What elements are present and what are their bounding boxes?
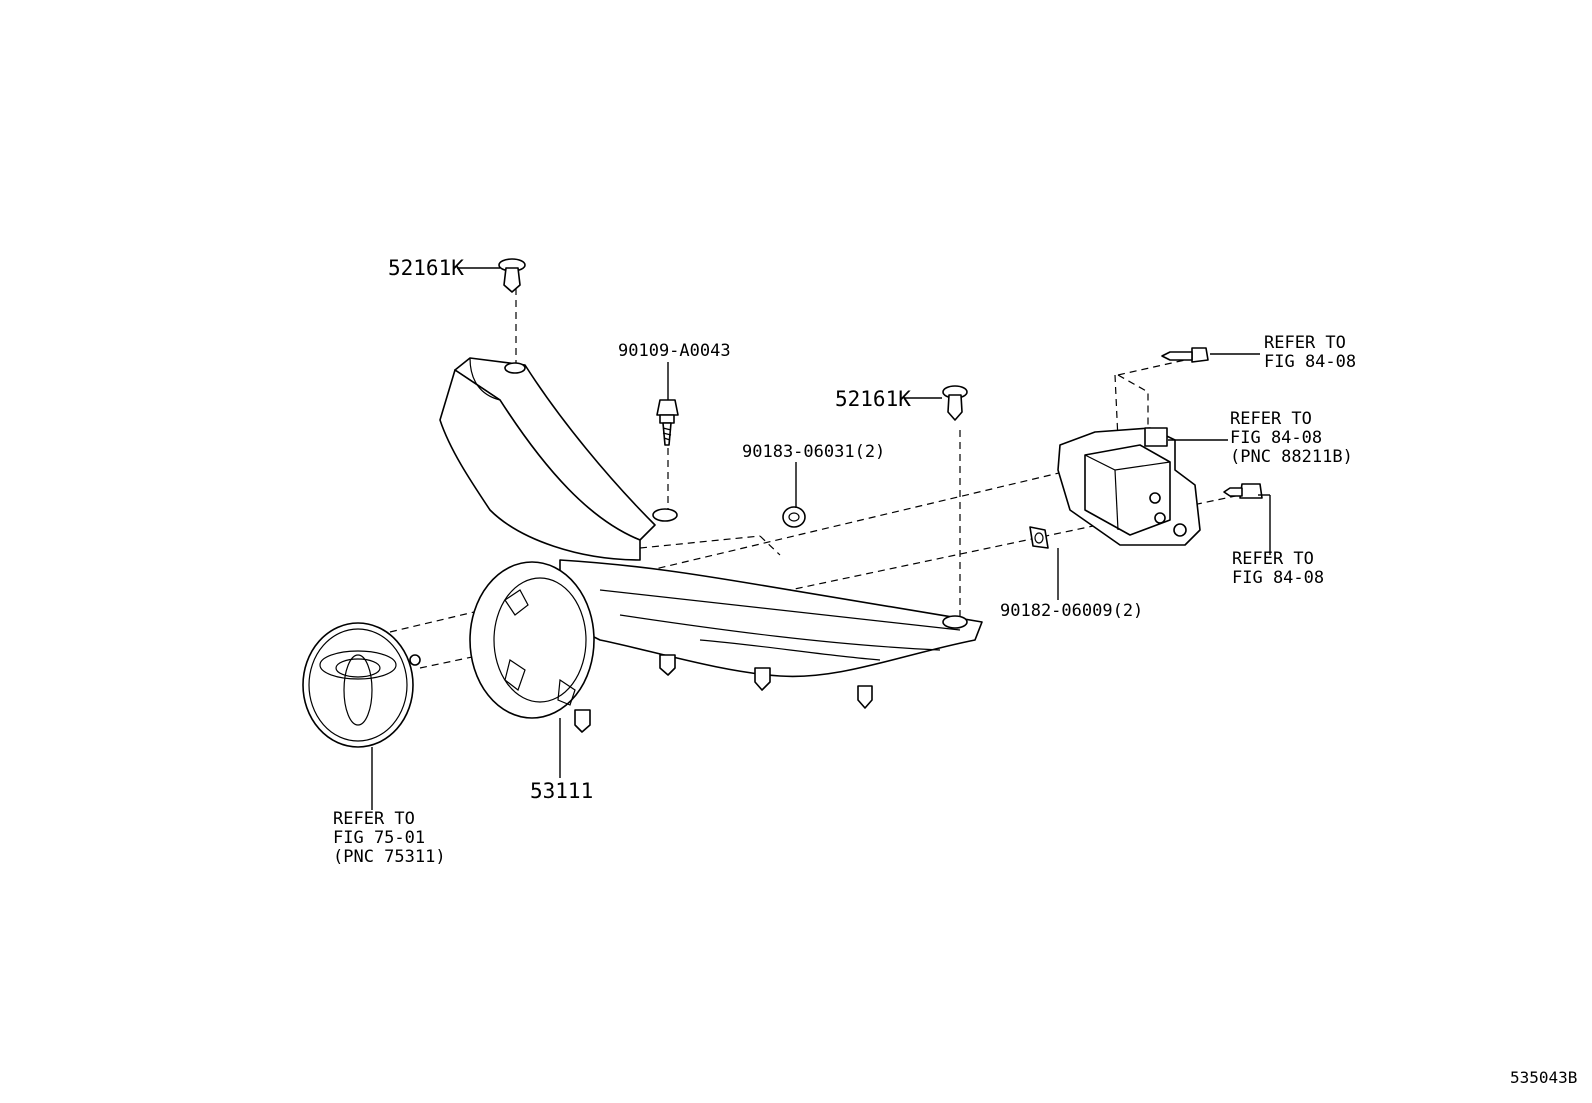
radiator-grille: [439, 357, 983, 733]
label-grille-53111: 53111: [530, 779, 594, 803]
nut-clip-90182-06009: [1029, 526, 1049, 549]
ref-line: FIG 84-08: [1230, 428, 1323, 448]
clip-52161k-right: [942, 385, 968, 421]
label-clip-52161k-right: 52161K: [835, 387, 911, 411]
toyota-emblem: [302, 622, 421, 748]
label-clip-52161k-left: 52161K: [388, 256, 464, 280]
ref-line: (PNC 75311): [333, 847, 446, 867]
ref-line: REFER TO: [1230, 409, 1312, 429]
ref-line: (PNC 88211B): [1230, 447, 1353, 467]
ref-note-sensor-bolt-side: REFER TO FIG 84-08: [1232, 550, 1324, 588]
clip-52161k-left: [498, 258, 526, 293]
figure-id: 535043B: [1510, 1068, 1578, 1087]
ref-note-sensor-bracket: REFER TO FIG 84-08 (PNC 88211B): [1230, 410, 1353, 467]
ref-line: REFER TO: [1264, 333, 1346, 353]
sensor-bracket-assembly: [1057, 347, 1263, 546]
bolt-90109-a0043: [656, 399, 679, 446]
ref-line: FIG 84-08: [1264, 352, 1357, 372]
ref-note-sensor-bolt-top: REFER TO FIG 84-08: [1264, 334, 1356, 372]
label-nut-clip-90182-06009: 90182-06009(2): [1000, 601, 1144, 621]
ref-note-emblem: REFER TO FIG 75-01 (PNC 75311): [333, 810, 446, 867]
ref-line: REFER TO: [333, 809, 415, 829]
ref-line: REFER TO: [1232, 549, 1314, 569]
ref-line: FIG 75-01: [333, 828, 426, 848]
nut-90183-06031: [782, 506, 806, 528]
leader-lines: [371, 267, 1271, 810]
label-nut-90183-06031: 90183-06031(2): [742, 442, 886, 462]
ref-line: FIG 84-08: [1232, 568, 1325, 588]
label-bolt-90109-a0043: 90109-A0043: [618, 341, 731, 361]
